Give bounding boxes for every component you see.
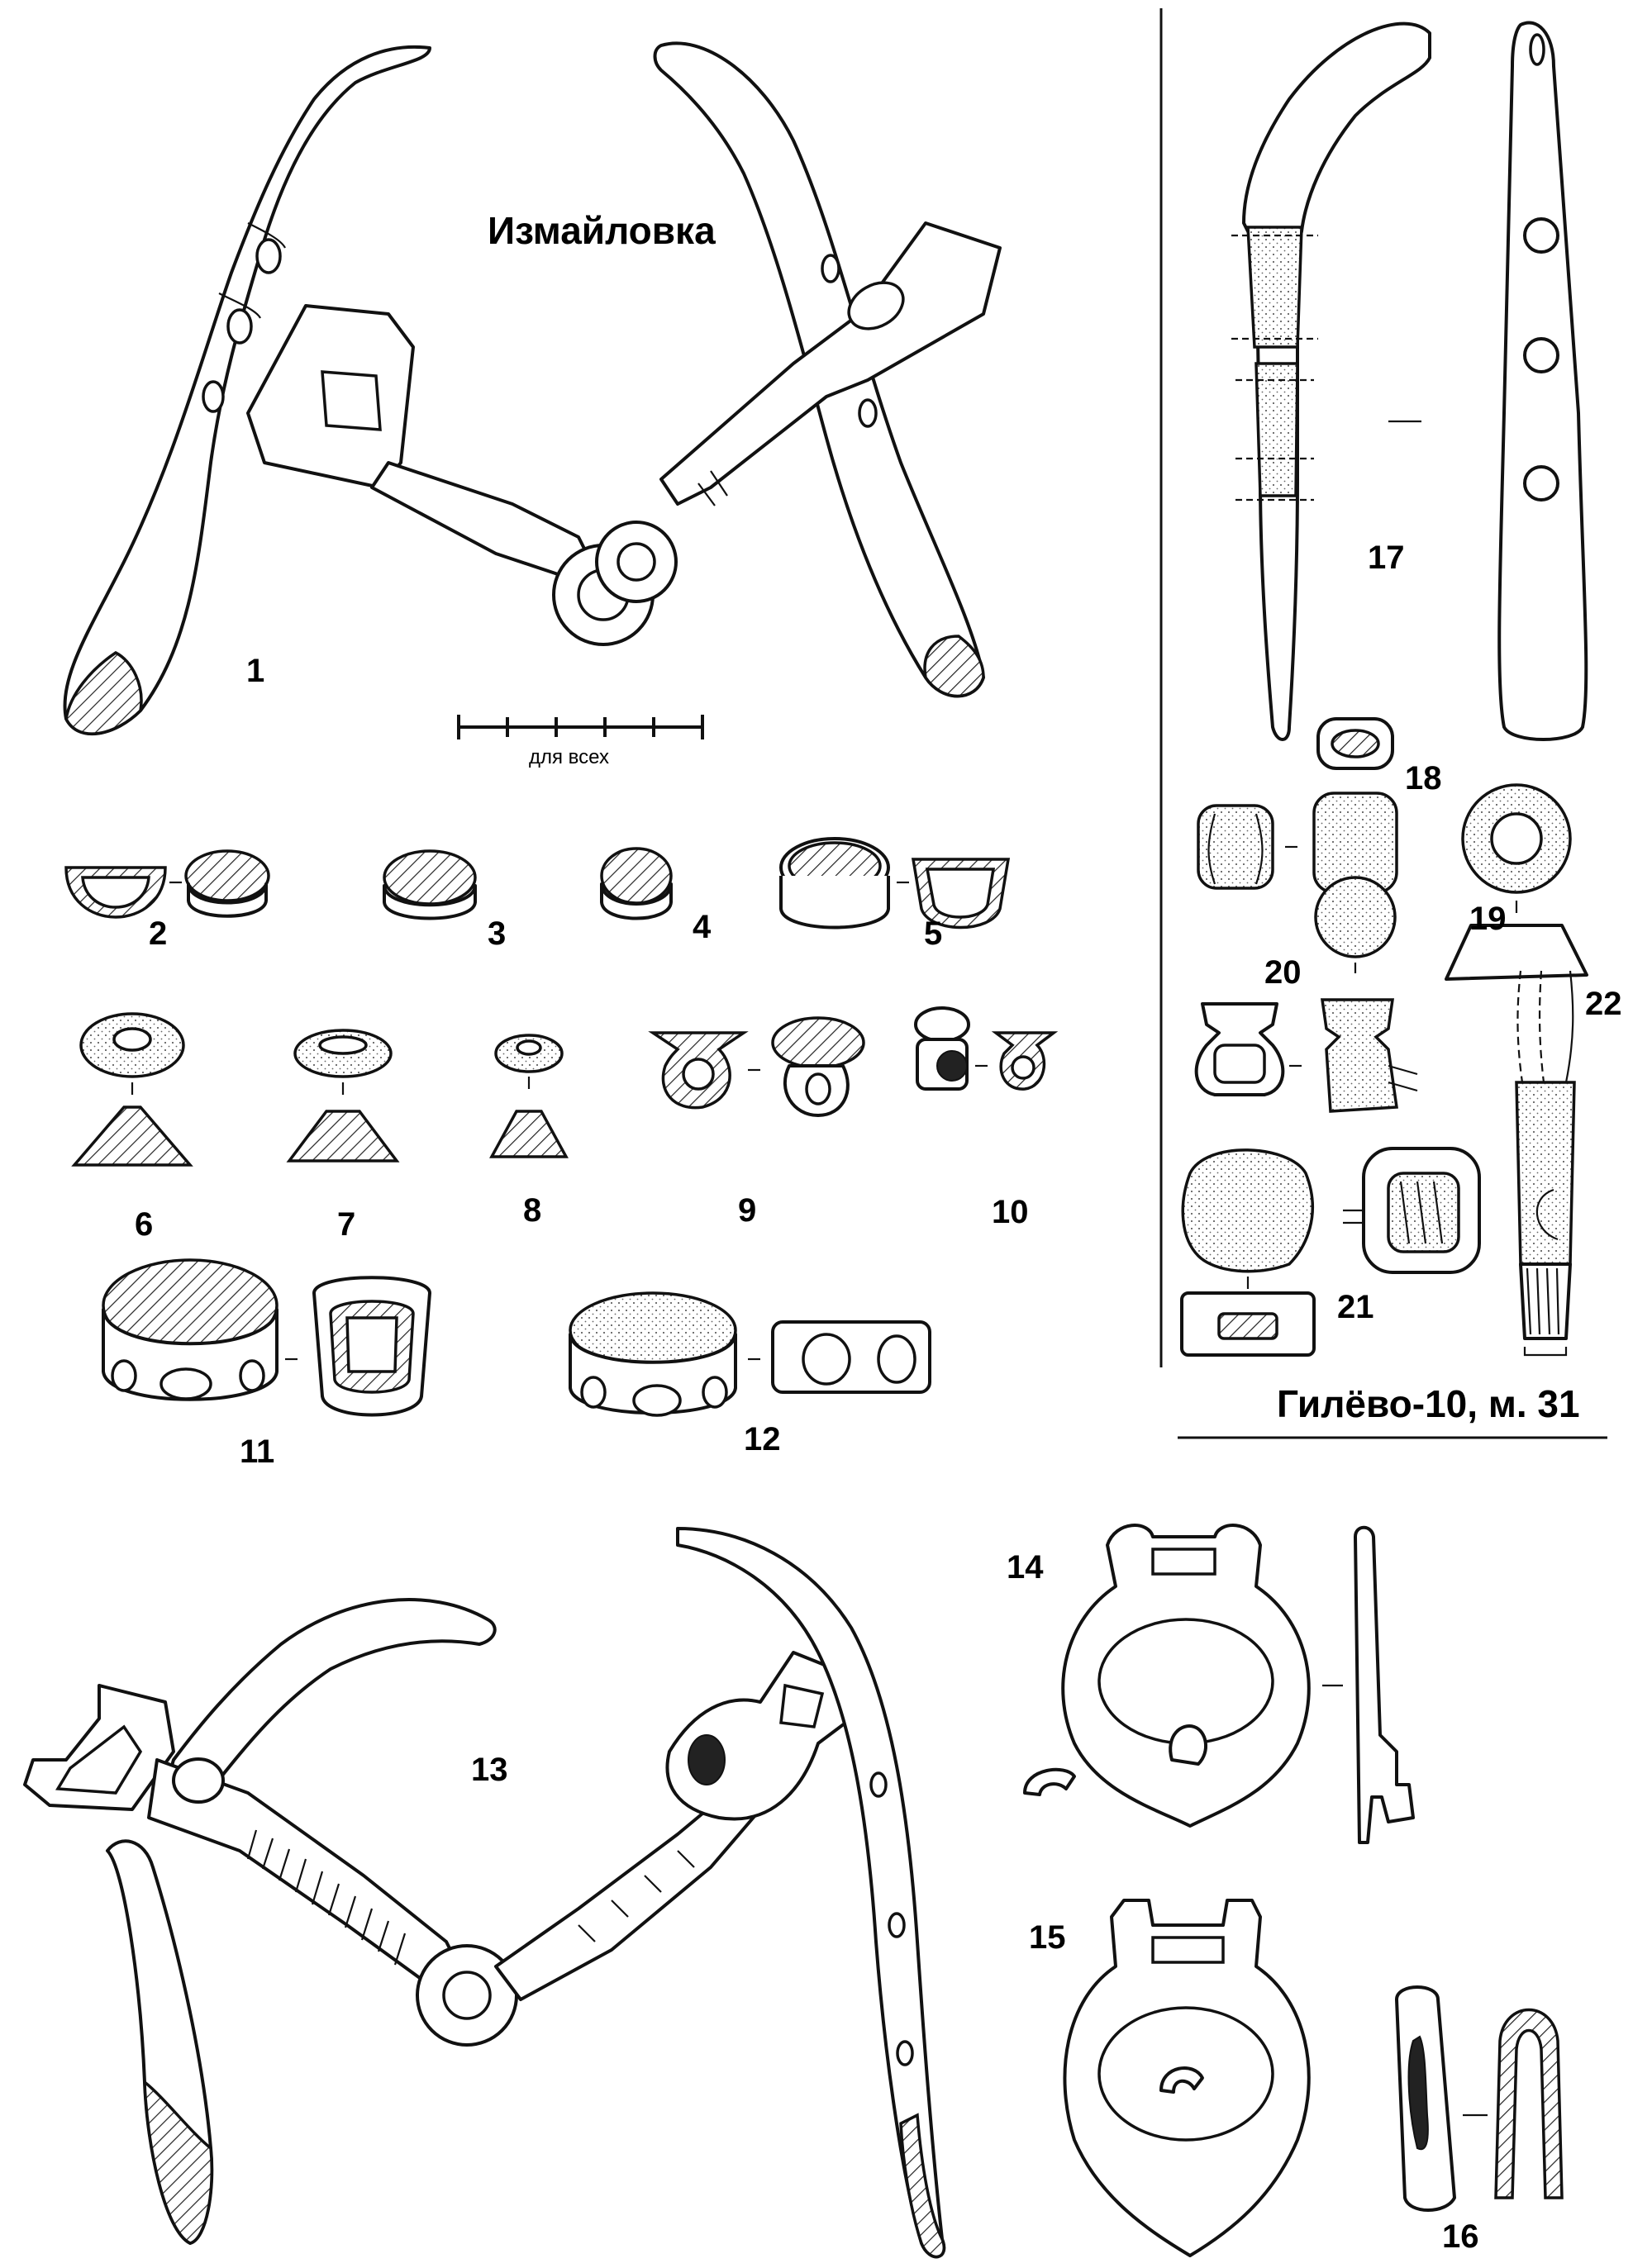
figure-number: 21 <box>1337 1289 1374 1325</box>
figure-number: 15 <box>1029 1919 1066 1956</box>
site-label-gilevo: Гилёво-10, м. 31 <box>1277 1382 1580 1425</box>
figure-22-handle <box>1515 970 1576 1357</box>
figure-8-whorl <box>489 1034 569 1158</box>
figure-19-ring <box>1445 783 1588 981</box>
site-label-izmailovka: Измайловка <box>488 209 716 252</box>
figure-11-slide <box>102 1258 431 1417</box>
figure-number: 20 <box>1264 954 1302 991</box>
figure-number: 18 <box>1405 760 1442 796</box>
figure-number: 2 <box>149 915 167 952</box>
figure-number: 13 <box>471 1752 508 1788</box>
figure-13-snaffle-bit <box>23 1527 946 2259</box>
figure-18-bead <box>1197 717 1398 894</box>
figure-number: 9 <box>738 1192 756 1229</box>
figure-6-whorl <box>71 1012 193 1167</box>
figure-number: 10 <box>992 1194 1029 1230</box>
figure-number: 11 <box>240 1434 274 1470</box>
figure-number: 1 <box>246 653 264 689</box>
figure-17-cheekpiece <box>1231 21 1588 741</box>
figure-12-slide <box>569 1291 931 1417</box>
figure-3-plaque <box>383 849 477 920</box>
figure-number: 17 <box>1368 540 1405 576</box>
figure-number: 16 <box>1442 2218 1479 2255</box>
figure-number: 8 <box>523 1192 541 1229</box>
figure-number: 3 <box>488 915 506 952</box>
figure-number: 14 <box>1007 1549 1044 1586</box>
figure-14-buckle <box>1023 1524 1415 1844</box>
figure-5-plaque <box>779 837 1011 930</box>
figure-number: 7 <box>337 1206 355 1243</box>
figure-4-plaque <box>600 847 673 920</box>
figure-number: 5 <box>924 915 942 952</box>
figure-number: 19 <box>1469 901 1507 937</box>
figure-9-buckle <box>648 1016 865 1117</box>
figure-10-buckle <box>914 1006 1059 1091</box>
figure-16-strap-tip <box>1395 1985 1564 2212</box>
figure-number: 6 <box>135 1206 153 1243</box>
figure-21-slide <box>1180 1147 1481 1357</box>
figure-2-plaque <box>64 849 270 919</box>
figure-number: 22 <box>1585 986 1622 1022</box>
figure-20-button <box>1194 876 1418 1113</box>
figure-1-snaffle-bit <box>63 41 1002 736</box>
figure-15-buckle <box>1063 1899 1311 2257</box>
scale-bar: для всех <box>457 715 704 768</box>
scale-label: для всех <box>529 746 609 768</box>
figure-number: 12 <box>744 1421 781 1457</box>
figure-7-whorl <box>286 1029 400 1163</box>
figure-number: 4 <box>693 909 712 945</box>
